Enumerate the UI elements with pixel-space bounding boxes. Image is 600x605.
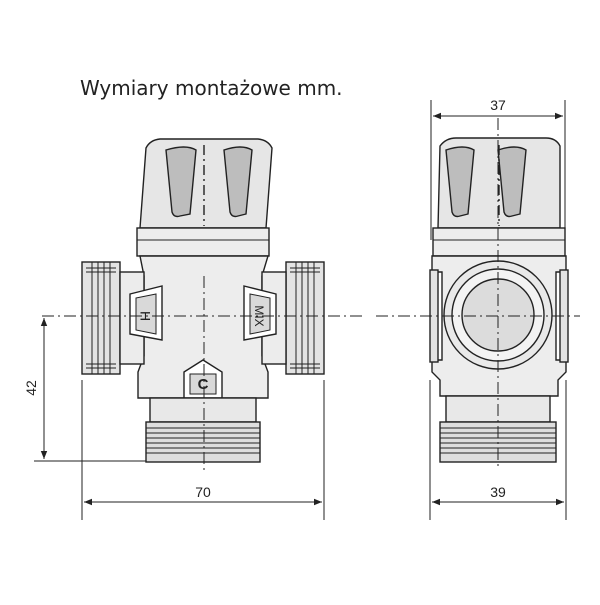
front-left-port bbox=[81, 261, 121, 375]
dimension-width-front: 70 bbox=[195, 484, 211, 500]
front-knob bbox=[139, 138, 273, 229]
hot-port-badge bbox=[129, 285, 163, 341]
diagram-title: Wymiary montażowe mm. bbox=[80, 76, 343, 100]
side-knob bbox=[437, 137, 561, 229]
side-dimension-lines bbox=[429, 100, 567, 520]
hot-port-label: H bbox=[137, 311, 153, 321]
front-right-port bbox=[285, 261, 325, 375]
cold-port-badge bbox=[183, 359, 223, 399]
front-bottom-thread bbox=[145, 421, 261, 463]
front-view bbox=[42, 138, 364, 470]
side-collar bbox=[432, 227, 566, 257]
front-dimension-lines bbox=[34, 318, 325, 520]
mix-port-badge bbox=[243, 285, 277, 341]
front-collar bbox=[136, 227, 270, 257]
dimension-width-side: 39 bbox=[490, 484, 506, 500]
front-bottom-neck bbox=[149, 397, 257, 423]
dimension-height: 42 bbox=[23, 380, 39, 396]
side-view bbox=[376, 118, 580, 470]
cold-port-label: C bbox=[198, 376, 209, 393]
dimension-width-top: 37 bbox=[490, 97, 506, 113]
mix-port-label: MIX bbox=[252, 305, 266, 326]
